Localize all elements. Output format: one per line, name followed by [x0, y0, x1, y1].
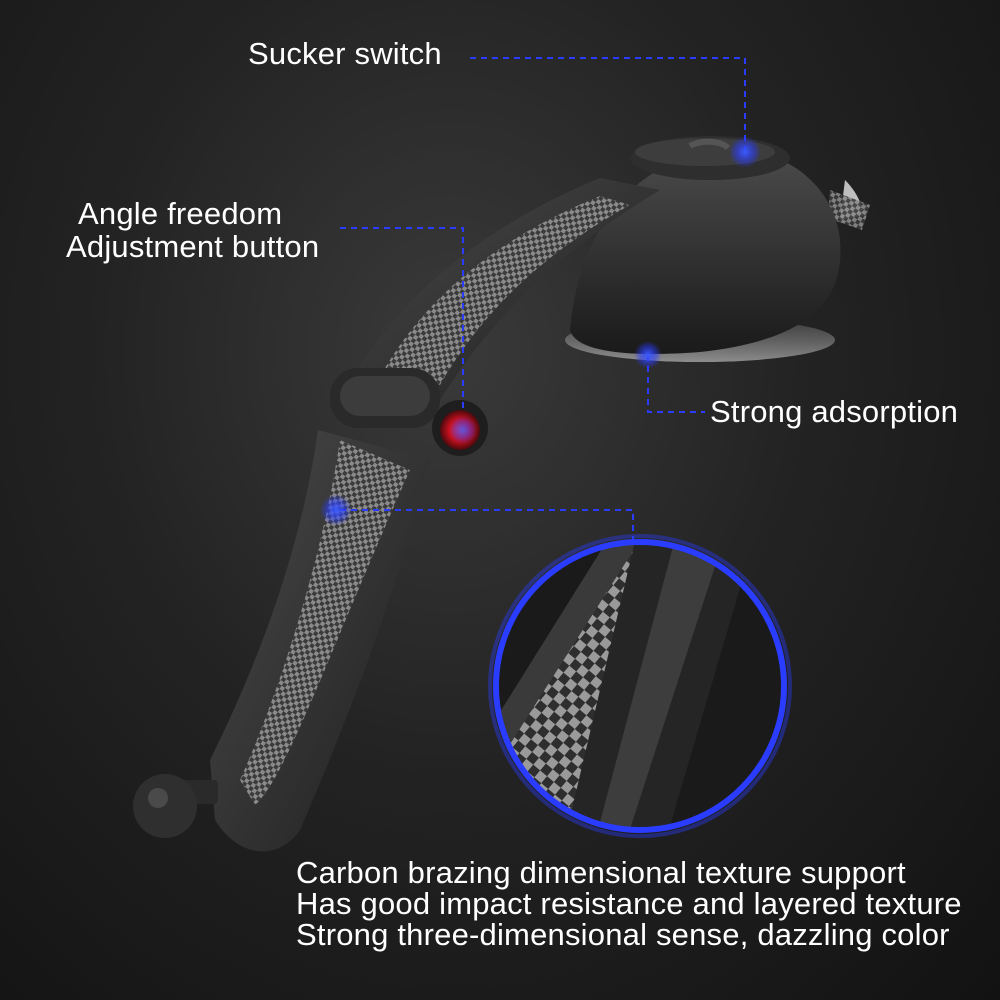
- adsorption-marker: [634, 341, 662, 369]
- sucker-switch-marker: [729, 136, 761, 168]
- strong-adsorption-label: Strong adsorption: [710, 394, 959, 429]
- carbon-line-3: Strong three-dimensional sense, dazzling…: [296, 917, 950, 952]
- upper-arm: [350, 178, 660, 400]
- lower-arm: [210, 430, 430, 852]
- suction-base: [565, 136, 870, 362]
- texture-zoom-lens: [488, 534, 792, 838]
- angle-button-marker: [449, 416, 477, 444]
- angle-adjust-label: Angle freedom Adjustment button: [66, 196, 320, 264]
- carbon-texture-description: Carbon brazing dimensional texture suppo…: [296, 857, 962, 950]
- angle-label-line1: Angle freedom: [78, 196, 283, 231]
- ball-joint: [133, 774, 218, 838]
- carbon-line-2: Has good impact resistance and layered t…: [296, 886, 962, 921]
- leader-lines: [340, 57, 746, 540]
- carbon-marker: [320, 494, 352, 526]
- carbon-line-1: Carbon brazing dimensional texture suppo…: [296, 855, 906, 890]
- angle-label-line2: Adjustment button: [66, 228, 320, 264]
- sucker-switch-label: Sucker switch: [248, 36, 442, 71]
